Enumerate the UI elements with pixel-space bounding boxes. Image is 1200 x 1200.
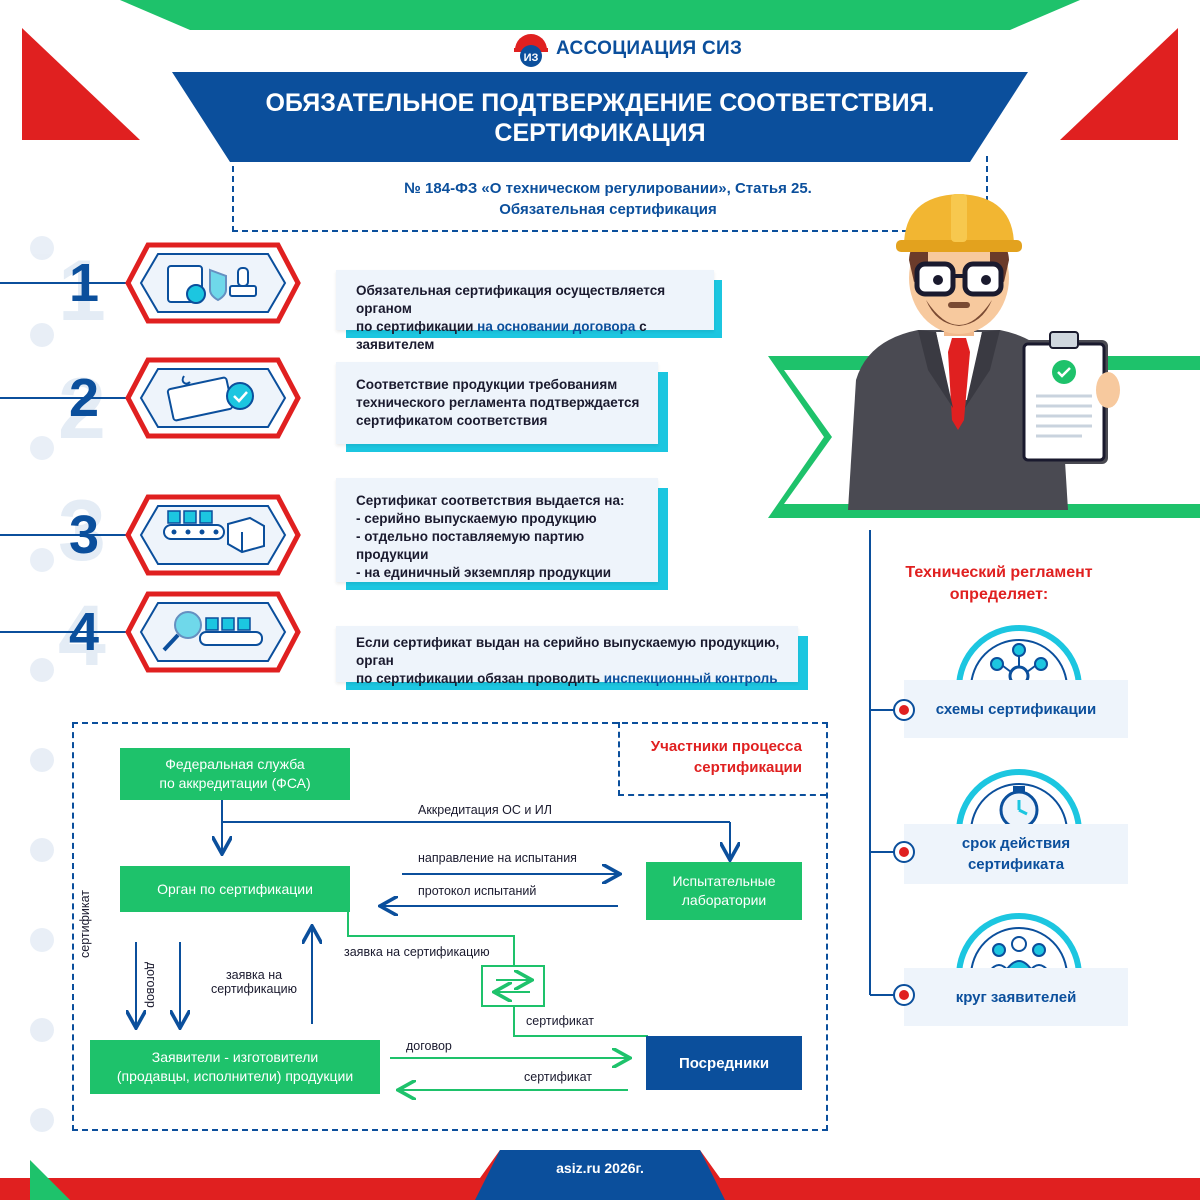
step-4-highlight: инспекционный контроль [603, 671, 778, 686]
certificate-horizontal-label: сертификат [524, 1070, 592, 1084]
application-mid-label: заявка на сертификацию [344, 945, 490, 959]
step-number-2: 2 [68, 368, 100, 428]
step-number-4: 4 [68, 602, 100, 662]
page-title: ОБЯЗАТЕЛЬНОЕ ПОДТВЕРЖДЕНИЕ СООТВЕТСТВИЯ.… [180, 88, 1020, 148]
title-line-2: СЕРТИФИКАЦИЯ [494, 119, 706, 147]
svg-text:ИЗ: ИЗ [524, 52, 539, 64]
fsa-box: Федеральная служба по аккредитации (ФСА) [120, 748, 350, 800]
certificate-vertical-label: сертификат [78, 890, 92, 958]
step-card-3: Сертификат соответствия выдается на: - с… [336, 478, 658, 582]
regulation-item-schemes: схемы сертификации [904, 680, 1128, 738]
association-logo: ИЗ [514, 34, 548, 67]
svg-text:1: 1 [58, 243, 106, 339]
law-reference-frame [232, 156, 988, 232]
intermediaries-box: Посредники [646, 1036, 802, 1090]
regulation-item-applicants: круг заявителей [904, 968, 1128, 1026]
svg-text:4: 4 [58, 588, 106, 684]
certification-body-box: Орган по сертификации [120, 866, 350, 912]
step-1-highlight: на основании договора [477, 319, 636, 334]
svg-text:3: 3 [58, 483, 106, 579]
testing-labs-box: Испытательные лаборатории [646, 862, 802, 920]
participants-diagram-frame [72, 722, 828, 1131]
svg-text:2: 2 [58, 361, 106, 457]
title-banner [172, 72, 1028, 162]
stopwatch-icon [956, 769, 1082, 833]
applicants-box: Заявители - изготовители (продавцы, испо… [90, 1040, 380, 1094]
contract-vertical-label: договор [144, 962, 158, 1008]
law-line-2: Обязательная сертификация [499, 201, 717, 218]
bullet-dot-1 [893, 699, 915, 721]
badge-3 [125, 494, 301, 576]
step-text-1: Обязательная сертификация осуществляется… [356, 283, 666, 352]
regulation-item-validity: срок действия сертификата [904, 824, 1128, 884]
badge-1 [125, 242, 301, 324]
certificate-mid-label: сертификат [526, 1014, 594, 1028]
badge-4 [125, 591, 301, 673]
step-text-2: Соответствие продукции требованиям техни… [356, 377, 640, 428]
bullet-dot-3 [893, 984, 915, 1006]
step-text-4: Если сертификат выдан на серийно выпуска… [356, 635, 780, 686]
accreditation-label: Аккредитация ОС и ИЛ [418, 803, 552, 817]
application-label: заявка на сертификацию [210, 968, 298, 996]
tests-direction-label: направление на испытания [418, 851, 577, 865]
step-card-2: Соответствие продукции требованиям техни… [336, 362, 658, 444]
step-badges [0, 242, 301, 673]
law-reference: № 184-ФЗ «О техническом регулировании», … [232, 178, 984, 220]
footer-site: asiz.ru 2026г. [556, 1160, 644, 1176]
step-text-3: Сертификат соответствия выдается на: - с… [356, 493, 625, 580]
participants-title-frame [618, 722, 826, 796]
scheme-icon [956, 625, 1082, 689]
step-card-1: Обязательная сертификация осуществляется… [336, 270, 714, 352]
regulation-title: Технический регламент определяет: [905, 564, 1093, 603]
title-line-1: ОБЯЗАТЕЛЬНОЕ ПОДТВЕРЖДЕНИЕ СООТВЕТСТВИЯ. [265, 89, 935, 117]
badge-2 [125, 357, 301, 439]
contract-horizontal-label: договор [406, 1039, 452, 1053]
org-name: АССОЦИАЦИЯ СИЗ [556, 38, 743, 59]
participants-title: Участники процесса сертификации [650, 738, 802, 776]
step-number-1: 1 [68, 253, 100, 313]
diagram-arrows [72, 800, 824, 1127]
law-line-1: № 184-ФЗ «О техническом регулировании», … [404, 180, 812, 197]
step-card-4: Если сертификат выдан на серийно выпуска… [336, 626, 798, 686]
step-number-3: 3 [68, 505, 100, 565]
inspector-illustration [768, 194, 1200, 518]
bullet-dot-2 [893, 841, 915, 863]
test-protocol-label: протокол испытаний [418, 884, 537, 898]
